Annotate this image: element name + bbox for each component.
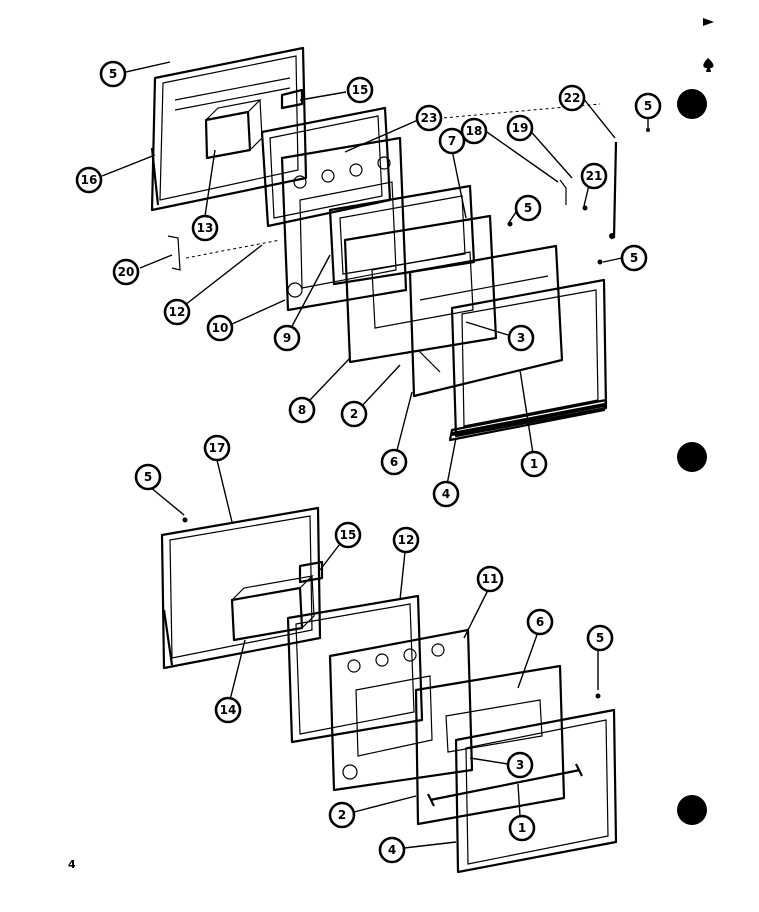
svg-text:1: 1 (518, 821, 526, 835)
callout-8: 8 (288, 396, 316, 424)
callout-5: 5 (620, 244, 648, 272)
svg-text:3: 3 (516, 758, 524, 772)
callout-5: 5 (586, 624, 614, 652)
triangle-mark-icon (703, 18, 714, 26)
svg-text:16: 16 (81, 173, 98, 187)
callout-5: 5 (99, 60, 127, 88)
svg-text:5: 5 (524, 201, 532, 215)
svg-text:18: 18 (466, 124, 483, 138)
margin-marks (677, 18, 714, 825)
svg-text:1: 1 (530, 457, 538, 471)
lower-assembly (160, 506, 618, 874)
svg-text:6: 6 (390, 455, 398, 469)
svg-text:3: 3 (517, 331, 525, 345)
spade-mark-icon (703, 58, 714, 72)
callout-7: 7 (438, 127, 466, 155)
svg-text:6: 6 (536, 615, 544, 629)
svg-text:14: 14 (220, 703, 237, 717)
callout-15: 15 (334, 521, 362, 549)
svg-text:9: 9 (283, 331, 291, 345)
callout-1: 1 (508, 814, 536, 842)
svg-text:7: 7 (448, 134, 456, 148)
lower-leader-lines (149, 459, 599, 849)
svg-text:23: 23 (421, 111, 438, 125)
svg-text:5: 5 (630, 251, 638, 265)
callout-11: 11 (476, 565, 504, 593)
svg-text:5: 5 (596, 631, 604, 645)
svg-text:13: 13 (197, 221, 214, 235)
callout-5: 5 (514, 194, 542, 222)
callout-13: 13 (191, 214, 219, 242)
callout-19: 19 (506, 114, 534, 142)
svg-text:11: 11 (482, 572, 499, 586)
svg-text:5: 5 (144, 470, 152, 484)
callout-6: 6 (526, 608, 554, 636)
svg-text:20: 20 (118, 265, 135, 279)
svg-text:5: 5 (109, 67, 117, 81)
callout-3: 3 (506, 751, 534, 779)
callout-22: 22 (558, 84, 586, 112)
callout-23: 23 (415, 104, 443, 132)
svg-text:22: 22 (564, 91, 581, 105)
svg-text:12: 12 (169, 305, 186, 319)
callout-12: 12 (163, 298, 191, 326)
svg-text:15: 15 (352, 83, 369, 97)
callout-5: 5 (134, 463, 162, 491)
callout-9: 9 (273, 324, 301, 352)
callout-14: 14 (214, 696, 242, 724)
callout-2: 2 (340, 400, 368, 428)
callout-2: 2 (328, 801, 356, 829)
upper-leader-lines (101, 61, 649, 491)
callout-6: 6 (380, 448, 408, 476)
registration-dot-top (677, 89, 707, 119)
svg-text:8: 8 (298, 403, 306, 417)
svg-text:10: 10 (212, 321, 229, 335)
callout-4: 4 (432, 480, 460, 508)
svg-text:15: 15 (340, 528, 357, 542)
callout-12: 12 (392, 526, 420, 554)
svg-text:17: 17 (209, 441, 226, 455)
svg-text:5: 5 (644, 99, 652, 113)
callout-4: 4 (378, 836, 406, 864)
upper-callouts: 5 15 16 13 23 18 19 22 5 7 5 21 20 5 12 … (75, 60, 662, 508)
page-number: 4 (68, 858, 76, 871)
callout-5: 5 (634, 92, 662, 120)
callout-10: 10 (206, 314, 234, 342)
svg-text:2: 2 (338, 808, 346, 822)
lower-callouts: 17 5 15 12 11 6 5 14 3 2 1 4 (134, 434, 614, 864)
svg-text:12: 12 (398, 533, 415, 547)
svg-text:21: 21 (586, 169, 603, 183)
svg-text:19: 19 (512, 121, 529, 135)
callout-17: 17 (203, 434, 231, 462)
callout-3: 3 (507, 324, 535, 352)
callout-18: 18 (460, 117, 488, 145)
registration-dot-middle (677, 442, 707, 472)
svg-text:2: 2 (350, 407, 358, 421)
callout-21: 21 (580, 162, 608, 190)
registration-dot-bottom (677, 795, 707, 825)
callout-20: 20 (112, 258, 140, 286)
callout-15: 15 (346, 76, 374, 104)
callout-16: 16 (75, 166, 103, 194)
callout-1: 1 (520, 450, 548, 478)
svg-text:4: 4 (442, 487, 450, 501)
svg-text:4: 4 (388, 843, 396, 857)
